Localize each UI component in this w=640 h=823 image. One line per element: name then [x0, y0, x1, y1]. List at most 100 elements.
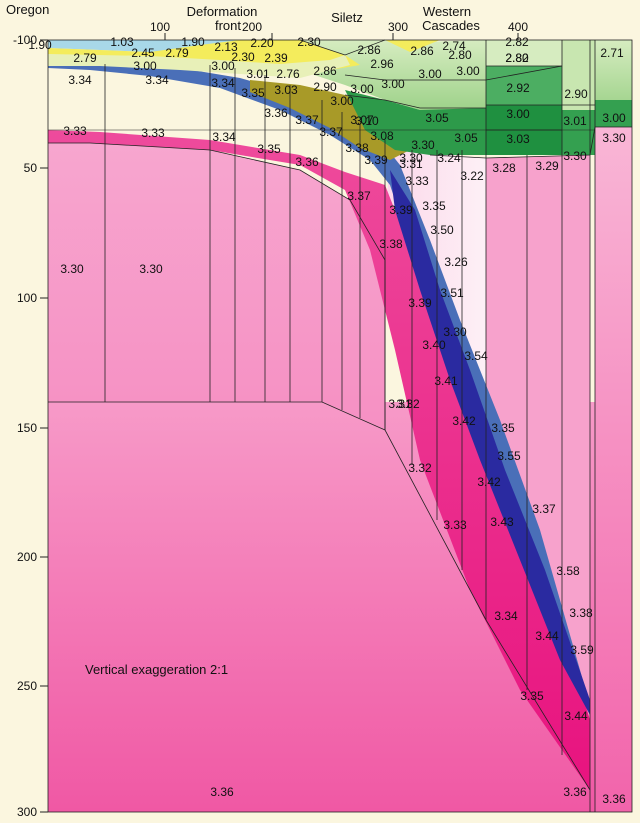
density-label: 3.39: [364, 153, 388, 167]
sediment-strip: [48, 54, 350, 78]
density-label: 3.03: [506, 132, 530, 146]
density-label: 2.71: [600, 46, 624, 60]
density-label: 2.92: [506, 81, 530, 95]
density-label: 3.31: [399, 157, 423, 171]
density-label: 3.00: [211, 59, 235, 73]
far-right-top: [562, 40, 595, 110]
density-label: 3.35: [241, 86, 265, 100]
density-label: 1.90: [181, 35, 205, 49]
density-label: 3.44: [564, 709, 588, 723]
density-label: 3.55: [497, 449, 521, 463]
density-label: 3.35: [491, 421, 515, 435]
density-label: 3.35: [422, 199, 446, 213]
density-label: 3.34: [145, 73, 169, 87]
density-label: 2.30: [231, 50, 255, 64]
density-label: 2.90: [313, 80, 337, 94]
density-label: 3.40: [422, 338, 446, 352]
density-label: 2.30: [297, 35, 321, 49]
density-label: 3.29: [535, 159, 559, 173]
density-label: 2.96: [370, 57, 394, 71]
density-label: 3.39: [408, 296, 432, 310]
cascades-label-1: Western: [423, 4, 471, 19]
cascades-top: [486, 40, 562, 66]
density-label: 2.80: [448, 48, 472, 62]
density-label: 2.90: [564, 87, 588, 101]
density-label: 3.10: [355, 114, 379, 128]
density-label: 3.42: [477, 475, 501, 489]
density-label: 2.45: [131, 46, 155, 60]
density-label: 3.54: [464, 349, 488, 363]
density-label: 3.28: [492, 161, 516, 175]
density-label: 3.00: [418, 67, 442, 81]
siletz-label: Siletz: [331, 10, 363, 25]
density-label: 2.39: [264, 51, 288, 65]
state-label: Oregon: [6, 2, 49, 17]
density-label: 3.00: [456, 64, 480, 78]
density-label: 3.24: [437, 151, 461, 165]
density-label: 3.36: [264, 106, 288, 120]
density-label: 3.33: [63, 124, 87, 138]
y-axis: -100 50 100 150 200 250 300: [13, 33, 48, 819]
density-label: 1.03: [110, 35, 134, 49]
density-label: 2.74: [442, 39, 466, 53]
far-right-bottom: [562, 110, 595, 155]
x-axis: 100 200 300 400: [150, 20, 528, 40]
cascades-crust: [345, 90, 486, 155]
x-tick-100: 100: [150, 20, 170, 34]
density-label: 3.37: [347, 189, 371, 203]
density-label: 3.36: [563, 785, 587, 799]
density-label: 3.30: [602, 131, 626, 145]
density-label: 3.36: [210, 785, 234, 799]
density-label: 3.34: [68, 73, 92, 87]
y-tick-300: 300: [17, 805, 37, 819]
rc-crust-lower: [595, 100, 632, 127]
deformation-label-2: front: [215, 18, 241, 33]
deformation-label-1: Deformation: [187, 4, 258, 19]
density-label: 3.00: [330, 94, 354, 108]
density-label: 3.33: [405, 174, 429, 188]
y-tick-100: 100: [17, 291, 37, 305]
density-label: 3.39: [389, 203, 413, 217]
slab-blue-lower: [390, 170, 590, 715]
density-label: 3.37: [319, 125, 343, 139]
density-label: 3.37: [532, 502, 556, 516]
x-tick-400: 400: [508, 20, 528, 34]
density-label: 3.42: [452, 414, 476, 428]
x-tick-300: 300: [388, 20, 408, 34]
y-tick-neg100: -100: [13, 33, 37, 47]
density-label: 2.20: [250, 36, 274, 50]
density-label: 3.30: [399, 151, 423, 165]
density-label: 3.00: [506, 107, 530, 121]
density-label: 3.01: [246, 67, 270, 81]
density-label: 3.41: [434, 374, 458, 388]
density-label: 3.30: [563, 149, 587, 163]
upper-mantle-left: [48, 143, 385, 430]
density-label: 3.59: [570, 643, 594, 657]
density-label: 3.35: [257, 142, 281, 156]
density-label: 2.79: [73, 51, 97, 65]
density-label: 2.86: [357, 43, 381, 57]
density-label: 3.38: [345, 141, 369, 155]
yellow-wedge-top: [385, 40, 440, 52]
density-label: 3.50: [430, 223, 454, 237]
density-label: 3.22: [460, 169, 484, 183]
density-label: 3.43: [490, 515, 514, 529]
density-label: 3.01: [563, 114, 587, 128]
density-label: 3.31: [388, 397, 412, 411]
density-label: 3.30: [139, 262, 163, 276]
density-label: 3.30: [443, 325, 467, 339]
density-label: 3.34: [212, 130, 236, 144]
density-label: 2.86: [410, 44, 434, 58]
density-label: 3.08: [370, 129, 394, 143]
density-label: 2.82: [505, 35, 529, 49]
density-label: 3.30: [411, 138, 435, 152]
mantle-below-slab: [48, 402, 590, 812]
density-label: 3.51: [440, 286, 464, 300]
x-tick-200: 200: [242, 20, 262, 34]
density-label: 3.07: [350, 113, 374, 127]
density-label: 2.76: [276, 67, 300, 81]
density-label: 3.03: [274, 83, 298, 97]
density-label: 2.86: [313, 64, 337, 78]
exaggeration-note: Vertical exaggeration 2:1: [85, 662, 228, 677]
